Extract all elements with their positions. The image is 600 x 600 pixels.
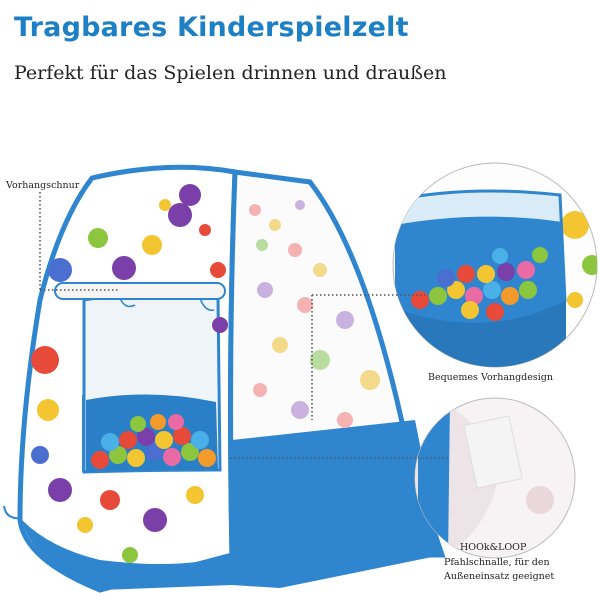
callout-curtain-design: Bequemes Vorhangdesign — [428, 372, 553, 383]
page-subtitle: Perfekt für das Spielen drinnen und drau… — [14, 62, 447, 84]
zoom-curtain — [392, 162, 598, 368]
tent — [3, 164, 446, 593]
ball-pit — [91, 414, 216, 469]
polka-dots — [31, 184, 380, 563]
callout-hook-loop: HOOk&LOOP — [460, 542, 527, 553]
zoom-hook-loop — [414, 397, 576, 559]
page-title: Tragbares Kinderspielzelt — [14, 12, 409, 43]
callout-stake-buckle-line2: Außeneinsatz geeignet — [444, 571, 555, 582]
callout-lines — [39, 192, 450, 459]
callout-curtain-cord: Vorhangschnur — [6, 180, 80, 191]
callout-stake-buckle-line1: Pfahlschnalle, für den — [444, 557, 550, 568]
